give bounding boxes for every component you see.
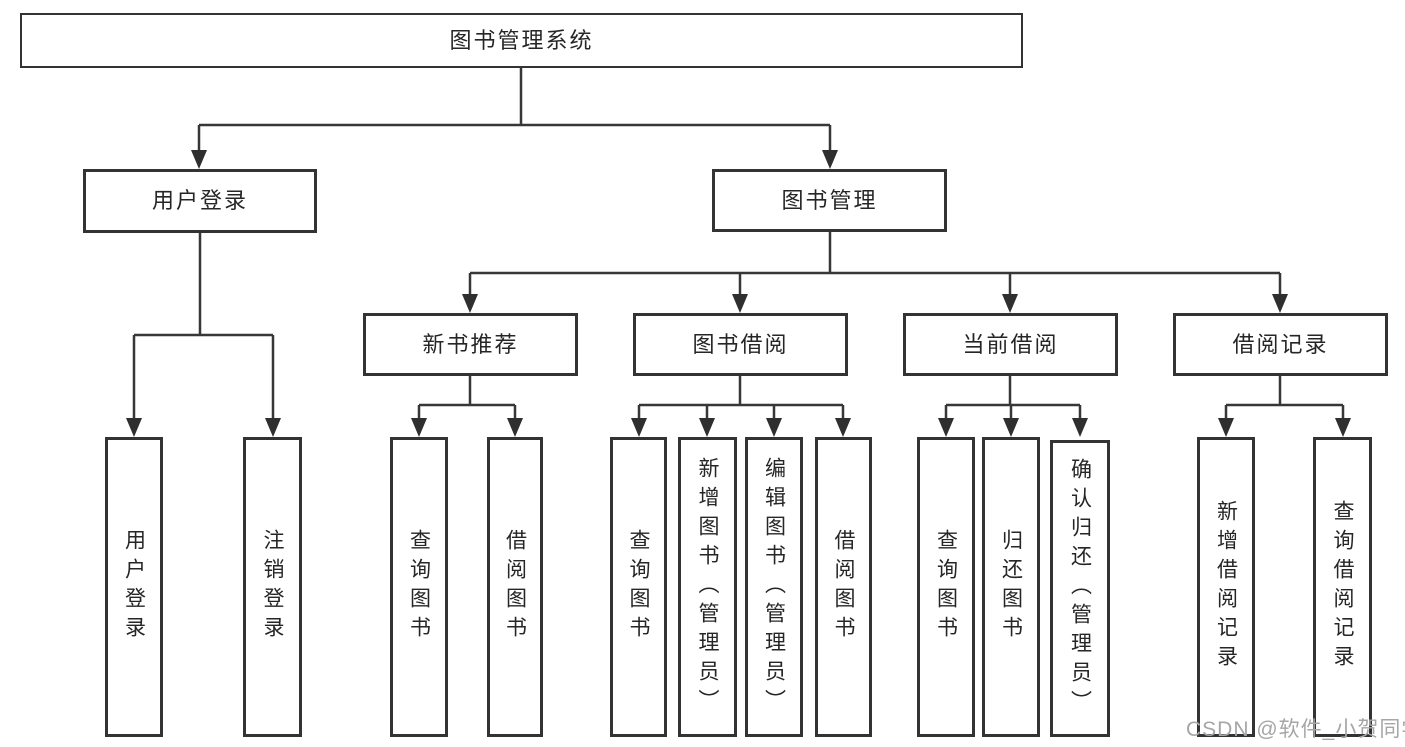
arrowhead-icon [835,418,851,437]
arrowhead-icon [1218,418,1234,437]
leaf-label: 查询图书 [627,529,650,645]
node-label: 当前借阅 [962,331,1059,357]
leaf-query-books-2: 查询图书 [610,437,667,737]
arrowhead-icon [938,418,954,437]
node-book-management: 图书管理 [712,169,947,232]
arrowhead-icon [1272,294,1288,313]
arrowhead-icon [191,150,207,169]
leaf-query-borrow-record: 查询借阅记录 [1313,437,1372,737]
arrowhead-icon [507,418,523,437]
arrowhead-icon [462,294,478,313]
leaf-add-books-admin: 新增图书（管理员） [678,437,737,737]
leaf-label: 新增图书（管理员） [696,456,719,718]
arrowhead-icon [766,418,782,437]
node-borrowing-records: 借阅记录 [1173,313,1388,376]
node-label: 新书推荐 [422,331,519,357]
leaf-label: 借阅图书 [832,529,855,645]
connector-trunk-lines [134,68,1343,407]
leaf-user-login: 用户登录 [105,437,163,737]
arrowhead-icon [1072,418,1088,437]
connector-arrow-stems [132,125,1345,421]
leaf-label: 查询图书 [407,529,431,645]
arrowhead-icon [1335,418,1351,437]
arrowhead-icon [126,418,142,437]
leaf-borrow-books-1: 借阅图书 [487,437,543,737]
node-user-login: 用户登录 [83,169,317,233]
leaf-add-borrow-record: 新增借阅记录 [1197,437,1255,737]
leaf-edit-books-admin: 编辑图书（管理员） [745,437,803,737]
node-label: 图书管理系统 [449,27,594,53]
node-label: 图书借阅 [692,331,789,357]
leaf-return-books: 归还图书 [982,437,1040,737]
leaf-label: 借阅图书 [503,529,527,645]
leaf-label: 注销登录 [261,529,284,645]
node-book-borrowing: 图书借阅 [633,313,848,376]
leaf-label: 用户登录 [122,529,146,645]
leaf-query-books-1: 查询图书 [390,437,448,737]
leaf-label: 确认归还（管理员） [1068,458,1092,719]
leaf-query-books-3: 查询图书 [917,437,975,737]
node-label: 图书管理 [781,187,878,213]
leaf-borrow-books-2: 借阅图书 [815,437,872,737]
leaf-logout: 注销登录 [243,437,302,737]
leaf-label: 归还图书 [999,529,1023,645]
watermark: CSDN @软件_小贺同学 [1186,718,1405,741]
node-label: 用户登录 [151,188,248,213]
node-label: 借阅记录 [1232,331,1329,357]
leaf-label: 新增借阅记录 [1214,500,1238,674]
arrowhead-icon [411,418,427,437]
leaf-label: 编辑图书（管理员） [762,456,786,718]
leaf-label: 查询借阅记录 [1331,500,1354,674]
arrowhead-icon [265,418,281,437]
arrowhead-icon [822,150,838,169]
leaf-label: 查询图书 [934,529,958,645]
node-library-system: 图书管理系统 [20,13,1023,68]
arrowhead-icon [699,418,715,437]
arrowhead-icon [732,294,748,313]
node-current-borrowing: 当前借阅 [903,313,1118,376]
arrowhead-icon [1002,294,1018,313]
leaf-confirm-return-admin: 确认归还（管理员） [1050,440,1110,737]
node-new-book-recommend: 新书推荐 [363,313,578,376]
arrowhead-icon [631,418,647,437]
arrowhead-icon [1003,418,1019,437]
